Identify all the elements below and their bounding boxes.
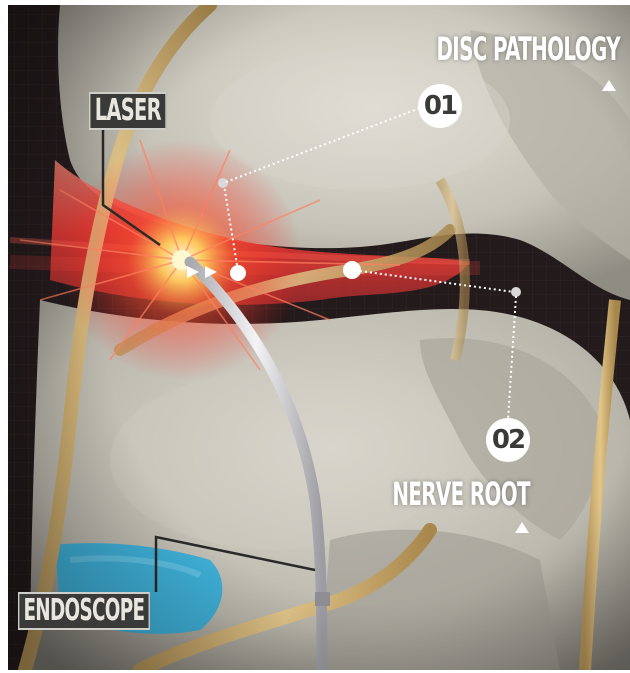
triangle-up-icon <box>602 80 616 91</box>
laser-label: LASER <box>89 92 167 130</box>
triangle-up-icon <box>515 522 529 533</box>
callout-number-02: 02 <box>486 418 530 462</box>
callout-nerve-root-text: NERVE ROOT <box>392 475 530 513</box>
endoscope-label: ENDOSCOPE <box>18 592 150 630</box>
callout-disc-pathology-text: DISC PATHOLOGY <box>437 30 620 68</box>
callout-number-01: 01 <box>418 84 462 128</box>
